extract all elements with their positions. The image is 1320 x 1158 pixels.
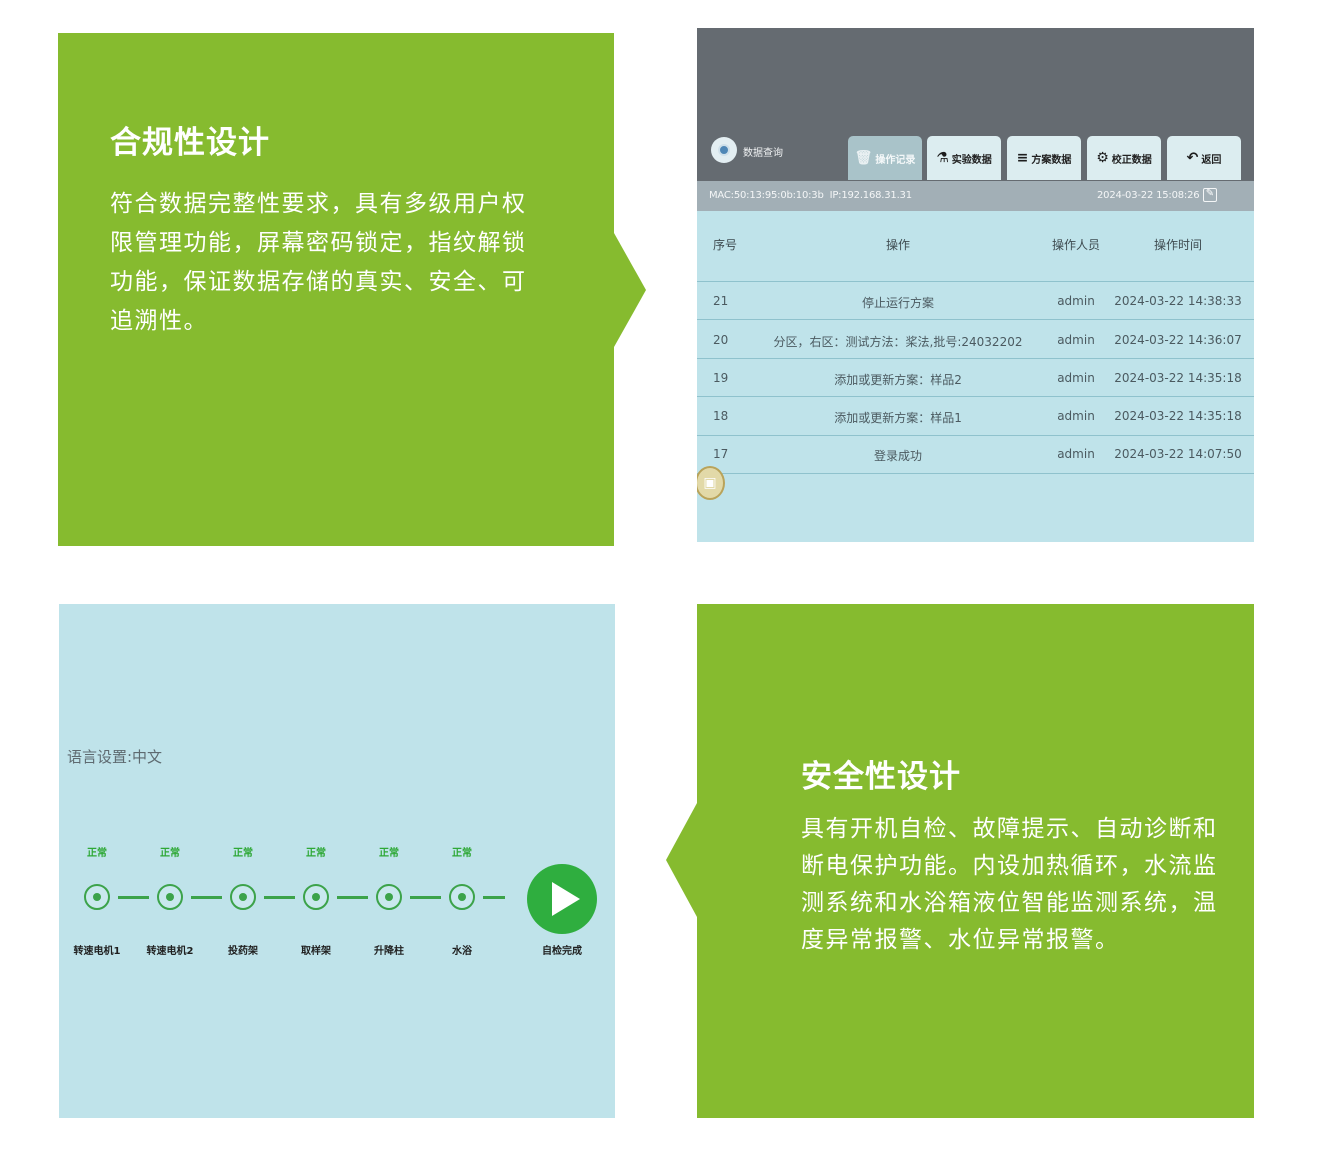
node-status: 正常 — [379, 848, 399, 859]
edit-icon[interactable]: ✎ — [1203, 188, 1217, 202]
query-screen-title: 数据查询 — [743, 148, 783, 159]
row-divider — [697, 435, 1254, 436]
play-button[interactable] — [527, 864, 597, 934]
tab-label: 实验数据 — [951, 154, 992, 166]
flask-icon: ⚗ — [936, 150, 949, 166]
row-divider — [697, 281, 1254, 282]
device-address: MAC:50:13:95:0b:10:3b IP:192.168.31.31 — [709, 190, 912, 201]
row-id: 18 — [713, 409, 729, 423]
safety-panel: 安全性设计 具有开机自检、故障提示、自动诊断和断电保护功能。内设加热循环，水流监… — [697, 604, 1254, 1118]
query-screen: 数据查询 🗑 操作记录 ⚗ 实验数据 ≡ 方案数据 ⚙ 校正数据 ↶ 返回 MA… — [697, 28, 1254, 542]
check-node-icon — [157, 884, 183, 910]
row-divider — [697, 358, 1254, 359]
trash-icon: 🗑 — [854, 150, 873, 166]
compliance-body: 符合数据完整性要求，具有多级用户权限管理功能，屏幕密码锁定，指纹解锁功能，保证数… — [110, 191, 527, 334]
tab-label: 校正数据 — [1111, 154, 1152, 166]
compliance-panel-arrow — [614, 233, 646, 347]
tab-label: 方案数据 — [1031, 154, 1072, 166]
language-setting[interactable]: 语言设置:中文 — [67, 748, 163, 766]
node-label: 转速电机2 — [146, 946, 194, 957]
row-divider — [697, 319, 1254, 320]
check-node-icon — [449, 884, 475, 910]
row-id: 20 — [713, 333, 729, 347]
selfcheck-screen: 语言设置:中文 正常 正常 正常 正常 正常 正常 转速电机1 转速电机2 投药… — [59, 604, 615, 1118]
node-status: 正常 — [452, 848, 472, 859]
node-label: 升降柱 — [374, 946, 404, 957]
connector-line — [410, 896, 441, 899]
col-header-id: 序号 — [713, 238, 738, 252]
current-datetime: 2024-03-22 15:08:26 — [1097, 190, 1200, 201]
safety-title: 安全性设计 — [801, 759, 961, 795]
return-arrow-icon: ↶ — [1186, 150, 1199, 166]
node-status: 正常 — [306, 848, 326, 859]
connector-line — [264, 896, 295, 899]
selfcheck-done-label: 自检完成 — [542, 946, 582, 957]
compliance-panel: 合规性设计 符合数据完整性要求，具有多级用户权限管理功能，屏幕密码锁定，指纹解锁… — [58, 33, 614, 546]
safety-body: 具有开机自检、故障提示、自动诊断和断电保护功能。内设加热循环，水流监测系统和水浴… — [801, 816, 1218, 953]
connector-line — [118, 896, 149, 899]
connector-line — [337, 896, 368, 899]
tab-scheme-data[interactable]: ≡ 方案数据 — [1007, 136, 1081, 180]
node-label: 取样架 — [301, 946, 331, 957]
check-node-icon — [230, 884, 256, 910]
lock-icon[interactable]: ▣ — [697, 466, 725, 500]
row-id: 19 — [713, 371, 729, 385]
play-icon — [552, 882, 580, 916]
tab-calibration-data[interactable]: ⚙ 校正数据 — [1087, 136, 1161, 180]
mac-address: MAC:50:13:95:0b:10:3b — [709, 190, 824, 201]
check-node-icon — [84, 884, 110, 910]
tab-label: 操作记录 — [875, 154, 916, 166]
tab-label: 返回 — [1201, 154, 1222, 166]
check-node-icon — [376, 884, 402, 910]
device-info-bar: MAC:50:13:95:0b:10:3b IP:192.168.31.31 2… — [697, 181, 1254, 211]
layers-icon: ≡ — [1016, 150, 1029, 166]
row-id: 17 — [713, 447, 729, 461]
node-label: 水浴 — [452, 946, 472, 957]
compliance-title: 合规性设计 — [110, 125, 270, 161]
connector-line — [191, 896, 222, 899]
app-logo-icon — [711, 137, 737, 163]
tab-operation-records[interactable]: 🗑 操作记录 — [848, 136, 922, 180]
query-header: 数据查询 🗑 操作记录 ⚗ 实验数据 ≡ 方案数据 ⚙ 校正数据 ↶ 返回 — [697, 28, 1254, 181]
tab-experiment-data[interactable]: ⚗ 实验数据 — [927, 136, 1001, 180]
node-label: 转速电机1 — [73, 946, 121, 957]
check-node-icon — [303, 884, 329, 910]
row-divider — [697, 396, 1254, 397]
connector-line — [483, 896, 505, 899]
node-label: 投药架 — [228, 946, 258, 957]
row-id: 21 — [713, 294, 729, 308]
gear-icon: ⚙ — [1096, 150, 1109, 166]
row-divider — [697, 473, 1254, 474]
node-status: 正常 — [233, 848, 253, 859]
safety-panel-arrow — [666, 803, 697, 917]
node-status: 正常 — [160, 848, 180, 859]
tab-return[interactable]: ↶ 返回 — [1167, 136, 1241, 180]
node-status: 正常 — [87, 848, 107, 859]
ip-address: IP:192.168.31.31 — [829, 190, 913, 201]
